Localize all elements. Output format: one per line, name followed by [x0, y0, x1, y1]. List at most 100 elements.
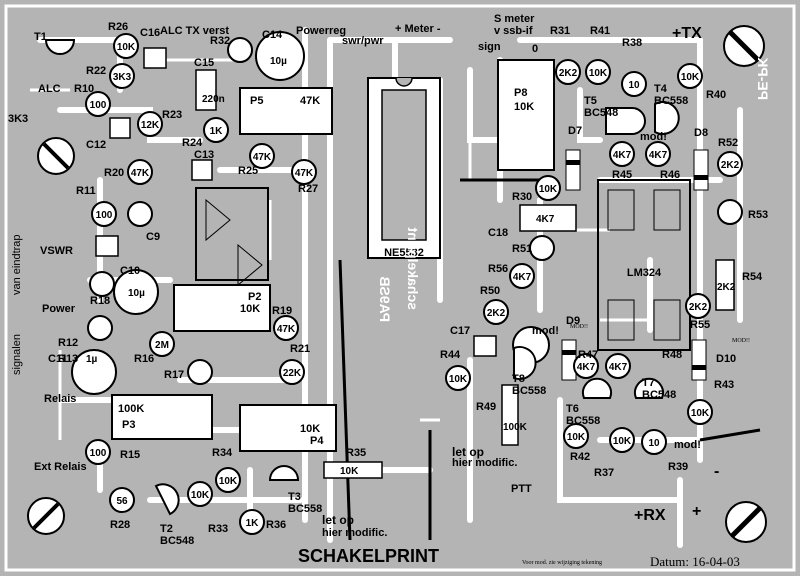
bridges — [338, 178, 761, 541]
ref-r24: R24 — [182, 137, 203, 149]
ref-d10: D10 — [716, 353, 736, 365]
value-r42: 10K — [567, 432, 586, 443]
mirror-text-b: schakelprint — [405, 227, 421, 310]
signal-meter: + Meter - — [395, 23, 441, 35]
ref-t7: T7 — [642, 377, 655, 389]
value-r34: 10K — [219, 476, 238, 487]
ref-c14: C14 — [262, 29, 283, 41]
ref-r31: R31 — [550, 25, 570, 37]
thin-traces — [30, 58, 650, 440]
ic-ne5532: NE5532 — [367, 77, 441, 259]
pad-r24 — [203, 117, 229, 143]
letop2-a: let op — [322, 513, 354, 527]
pad-r47 — [573, 353, 599, 379]
component-pads: 10K3K310012K1K47K47K47K1002M47K22K100561… — [85, 33, 743, 535]
ref-r46: R46 — [660, 169, 680, 181]
r54-value: 2K2 — [717, 282, 736, 293]
type-t3: BC558 — [288, 503, 322, 515]
pot-p5-value: 47K — [300, 95, 320, 107]
ref-r49: R49 — [476, 401, 496, 413]
pad-r37 — [609, 427, 635, 453]
value-r31: 2K2 — [559, 68, 578, 79]
pot-p3-value: 100K — [118, 403, 144, 415]
mod-note-e: mod! — [532, 325, 559, 337]
value-r39: 10 — [648, 438, 660, 449]
pad-r27 — [291, 159, 317, 185]
ref-r33: R33 — [208, 523, 228, 535]
signal-rx: +RX — [634, 507, 666, 524]
pad-r46 — [645, 141, 671, 167]
pad-r22 — [109, 63, 135, 89]
pad-r18 — [89, 271, 115, 297]
value-r44: 10K — [449, 374, 468, 385]
capacitors — [95, 47, 577, 357]
ref-c9: C9 — [146, 231, 160, 243]
ref-r42: R42 — [570, 451, 590, 463]
signal-ext-relais: Ext Relais — [34, 461, 87, 473]
pot-p4-body — [239, 404, 337, 452]
ref-d8: D8 — [694, 127, 708, 139]
value-r15: 100 — [90, 448, 107, 459]
pad-r53 — [717, 199, 743, 225]
value-r48: 4K7 — [609, 362, 628, 373]
value-r50: 2K2 — [487, 308, 506, 319]
pad-r36 — [239, 509, 265, 535]
pad-r33 — [187, 481, 213, 507]
c14-value: 10µ — [270, 56, 287, 67]
ref-c13: C13 — [194, 149, 214, 161]
value-r10: 100 — [90, 100, 107, 111]
value-r24: 1K — [210, 126, 224, 137]
ref-r34: R34 — [212, 447, 233, 459]
pot-p3-name: P3 — [122, 419, 135, 431]
ref-r40: R40 — [706, 89, 726, 101]
ref-r22: R22 — [86, 65, 106, 77]
r35-value: 10K — [340, 466, 359, 477]
pad-r19 — [273, 315, 299, 341]
value-r38: 10 — [628, 80, 640, 91]
type-t4: BC558 — [654, 95, 688, 107]
value-r47: 4K7 — [577, 362, 596, 373]
ref-r54: R54 — [742, 271, 763, 283]
pot-p4-name: P4 — [310, 435, 324, 447]
mounting-holes — [27, 25, 767, 543]
ref-r53: R53 — [748, 209, 768, 221]
mod-note-c: MOD!! — [570, 324, 588, 330]
pad-r50 — [483, 299, 509, 325]
value-r36: 1K — [246, 518, 260, 529]
pad-r45 — [609, 141, 635, 167]
ref-c15: C15 — [194, 57, 214, 69]
pad-r17 — [187, 359, 213, 385]
pad-r25 — [249, 143, 275, 169]
ref-r45: R45 — [612, 169, 632, 181]
ref-r28: R28 — [110, 519, 130, 531]
pot-p2-body — [173, 284, 271, 332]
ref-r39: R39 — [668, 461, 688, 473]
pad-r55 — [685, 293, 711, 319]
pad-r20 — [127, 159, 153, 185]
pad-r12 — [87, 315, 113, 341]
pad-r32 — [227, 37, 253, 63]
pad-r23 — [137, 111, 163, 137]
pad-r40 — [677, 63, 703, 89]
value-r45: 4K7 — [613, 150, 632, 161]
pad-r11 — [91, 201, 117, 227]
ic-lm324-label: LM324 — [627, 267, 662, 279]
ref-r55: R55 — [690, 319, 710, 331]
value-r55: 2K2 — [689, 302, 708, 313]
ref-c18: C18 — [488, 227, 508, 239]
ref-r43: R43 — [714, 379, 734, 391]
value-r27: 47K — [295, 168, 314, 179]
ref-r15: R15 — [120, 449, 140, 461]
signal-smeter-a: S meter — [494, 13, 535, 25]
pad-r10 — [85, 91, 111, 117]
ref-r12: R12 — [58, 337, 78, 349]
pad-r34 — [215, 467, 241, 493]
type-t2: BC548 — [160, 535, 194, 547]
letop1-b: hier modific. — [452, 457, 517, 469]
c15-value: 220n — [202, 94, 225, 105]
signal-tx: +TX — [672, 25, 702, 42]
ref-r36: R36 — [266, 519, 286, 531]
pad-r28 — [109, 487, 135, 513]
value-r19: 47K — [277, 324, 296, 335]
